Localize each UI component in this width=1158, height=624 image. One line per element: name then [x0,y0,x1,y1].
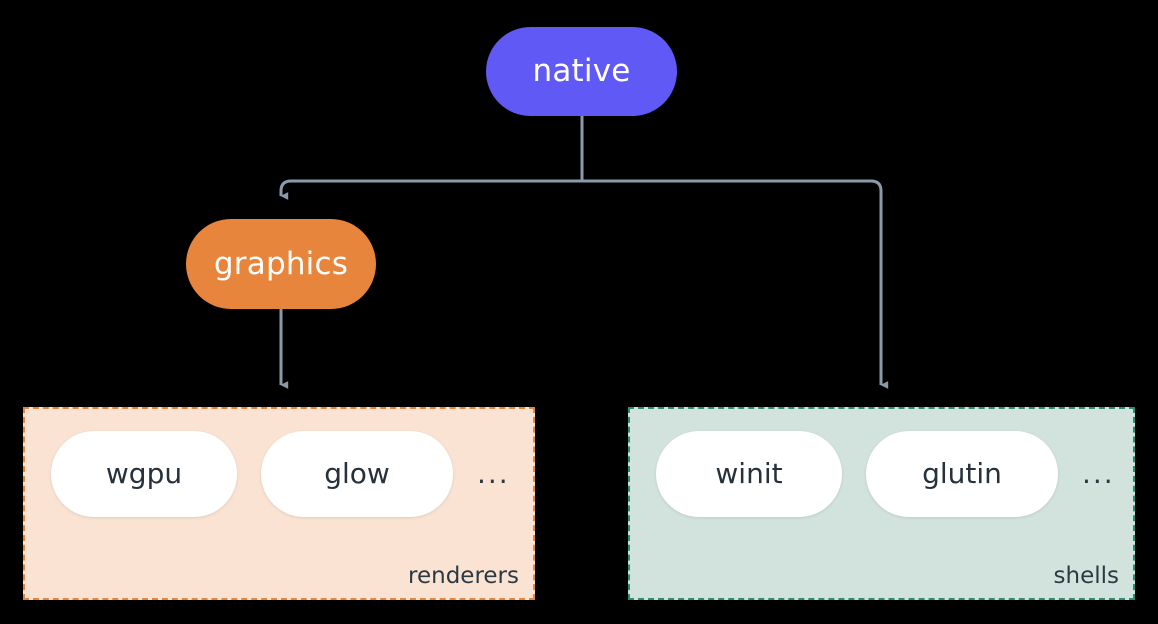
renderers-pill-row: wgpu glow ... [51,431,510,517]
pill-wgpu[interactable]: wgpu [51,431,237,517]
edge-native-to-shells [582,179,889,389]
node-graphics[interactable]: graphics [186,219,376,309]
pill-winit[interactable]: winit [656,431,842,517]
node-native-label: native [532,53,631,89]
pill-glutin[interactable]: glutin [866,431,1058,517]
group-shells: winit glutin ... shells [628,407,1135,600]
edge-native-to-graphics [279,179,582,200]
node-native[interactable]: native [486,27,677,116]
group-renderers: wgpu glow ... renderers [23,407,535,600]
shells-pill-row: winit glutin ... [656,431,1115,517]
node-graphics-label: graphics [213,245,349,282]
group-renderers-label: renderers [408,563,519,589]
pill-glow[interactable]: glow [261,431,453,517]
pill-glow-label: glow [324,457,390,490]
renderers-overflow-ellipsis: ... [477,457,510,490]
shells-overflow-ellipsis: ... [1082,457,1115,490]
group-shells-label: shells [1053,563,1119,589]
pill-winit-label: winit [715,457,783,490]
pill-wgpu-label: wgpu [105,457,183,490]
pill-glutin-label: glutin [922,457,1002,490]
